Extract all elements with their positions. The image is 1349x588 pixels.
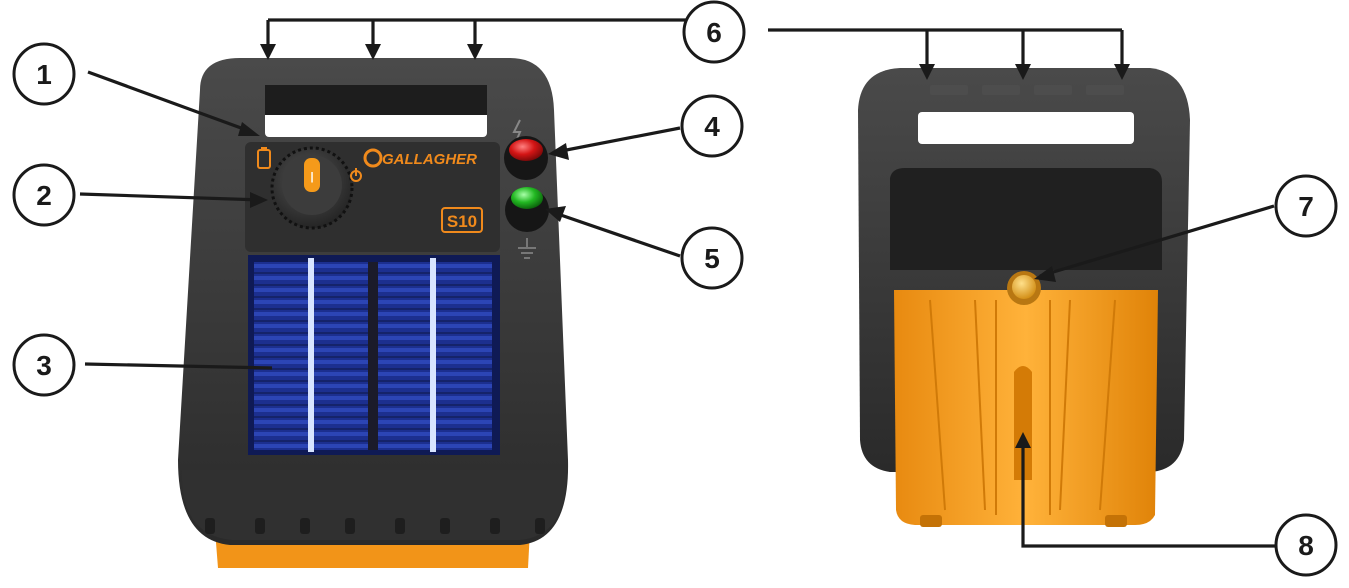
back-handle-slot — [918, 112, 1134, 144]
power-icon — [350, 168, 362, 182]
model-badge: S10 — [441, 207, 483, 233]
brand-logo: GALLAGHER — [363, 148, 477, 168]
callout-1-label: 1 — [36, 59, 52, 90]
back-top-ridges — [930, 85, 1124, 95]
back-recess — [890, 168, 1162, 270]
back-feet — [920, 515, 1127, 527]
leader-lines — [79, 18, 1278, 548]
battery-lock-button[interactable] — [1007, 271, 1041, 305]
front-bottom-rim — [181, 470, 567, 540]
callout-1: 1 — [12, 42, 76, 106]
back-unit — [858, 68, 1190, 527]
solar-panel — [248, 255, 500, 455]
callout-6: 6 — [682, 0, 746, 64]
front-handle-bar — [265, 85, 487, 115]
callout-4: 4 — [680, 94, 744, 158]
callout-4-label: 4 — [704, 111, 720, 142]
callout-3: 3 — [12, 333, 76, 397]
brand-name: GALLAGHER — [382, 151, 477, 168]
callout-2: 2 — [12, 163, 76, 227]
callout-7-label: 7 — [1298, 191, 1314, 222]
front-unit: | GALLAGHER S10 — [178, 58, 569, 568]
model-name: S10 — [447, 212, 477, 231]
ground-icon — [518, 238, 536, 259]
earth-terminal-green[interactable] — [505, 187, 549, 232]
fence-terminal-red[interactable] — [504, 136, 548, 180]
callout-2-label: 2 — [36, 180, 52, 211]
callout-3-label: 3 — [36, 350, 52, 381]
callout-5: 5 — [680, 226, 744, 290]
callout-7: 7 — [1274, 174, 1338, 238]
callout-8-label: 8 — [1298, 530, 1314, 561]
callout-5-label: 5 — [704, 243, 720, 274]
callout-8: 8 — [1274, 513, 1338, 577]
control-dial[interactable]: | — [270, 146, 354, 230]
callout-6-label: 6 — [706, 17, 722, 48]
dial-indicator — [304, 158, 320, 192]
svg-text:|: | — [310, 171, 313, 183]
battery-release-slot[interactable] — [1014, 366, 1032, 480]
battery-icon — [257, 147, 271, 169]
front-feet — [205, 518, 545, 534]
battery-cover-ribs — [929, 299, 1116, 515]
